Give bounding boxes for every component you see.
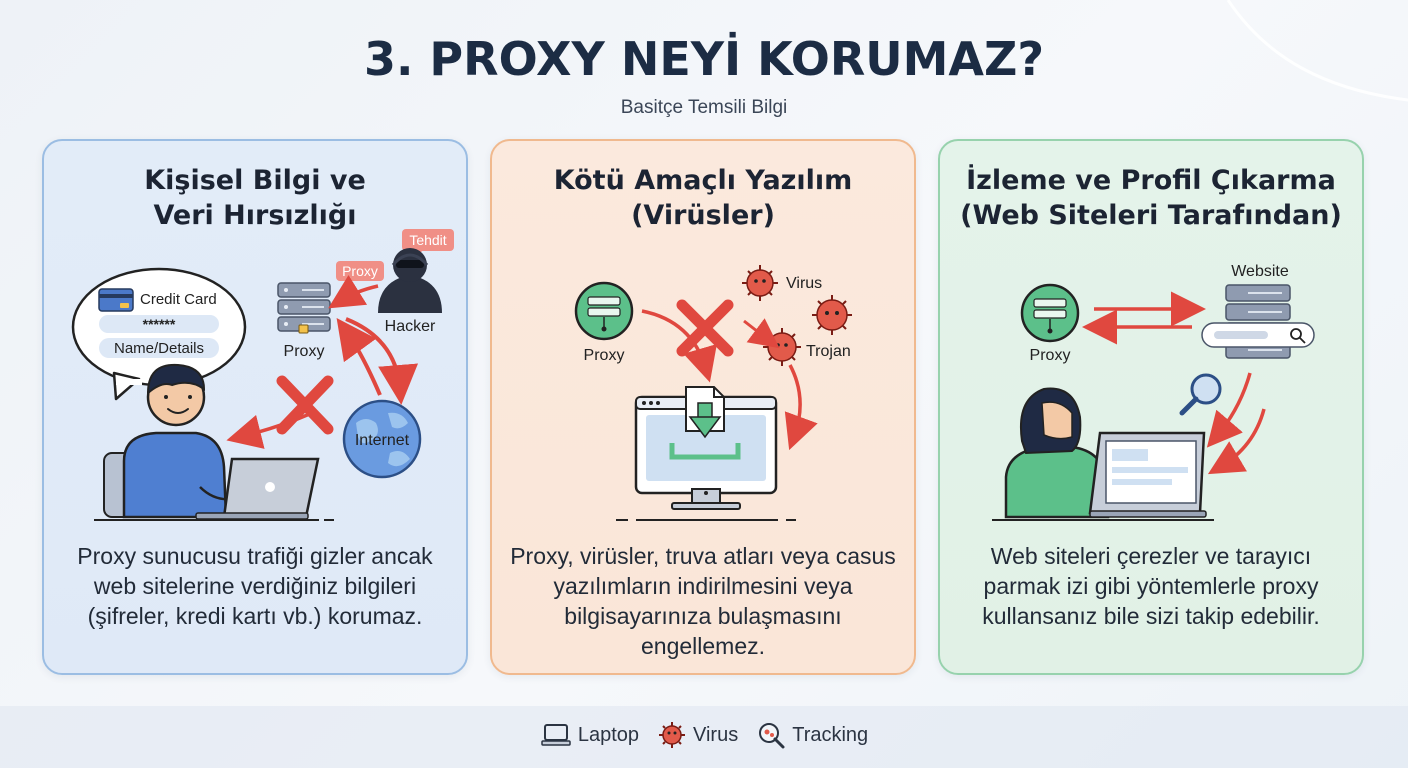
threat-tag: Tehdit xyxy=(402,229,454,259)
legend-item-virus: Virus xyxy=(657,720,738,750)
download-icon xyxy=(669,386,741,460)
tracking-icon xyxy=(759,723,785,749)
virus-icon xyxy=(659,722,685,748)
malware-illustration: Proxy Virus xyxy=(574,265,852,521)
internet-globe-icon xyxy=(342,399,422,479)
card-description: Web siteleri çerezler ve tarayıcı parmak… xyxy=(982,543,1320,629)
legend: Laptop Virus Tracking xyxy=(0,720,1408,750)
tracking-illustration: Website Proxy xyxy=(992,263,1315,521)
credit-card-icon xyxy=(98,288,134,312)
virus-icon-2 xyxy=(812,295,852,335)
trojan-icon xyxy=(763,328,801,366)
virus-label: Virus xyxy=(786,275,822,292)
password-field: ****** xyxy=(143,316,176,332)
trojan-label: Trojan xyxy=(806,343,851,360)
card-tracking-profiling: İzleme ve Profil Çıkarma (Web Siteleri T… xyxy=(938,139,1364,675)
hacker-icon xyxy=(378,248,442,313)
credit-card-label: Credit Card xyxy=(140,291,217,308)
card-description: Proxy, virüsler, truva atları veya casus… xyxy=(510,543,896,659)
name-details-field: Name/Details xyxy=(114,340,204,357)
magnifier-icon xyxy=(1179,373,1222,416)
website-label: Website xyxy=(1231,263,1289,280)
legend-item-tracking: Tracking xyxy=(756,720,868,750)
proxy-label: Proxy xyxy=(1030,347,1071,364)
card-title: Kişisel Bilgi ve Veri Hırsızlığı xyxy=(144,165,366,231)
card-malware: Kötü Amaçlı Yazılım (Virüsler) Proxy xyxy=(490,139,916,675)
page-subtitle: Basitçe Temsili Bilgi xyxy=(620,97,788,118)
data-theft-illustration: Credit Card ****** Name/Details Proxy Pr… xyxy=(71,229,454,521)
page-title: 3. PROXY NEYİ KORUMAZ? xyxy=(363,32,1045,86)
svg-text:Proxy: Proxy xyxy=(342,263,378,279)
person-at-laptop-illustration xyxy=(103,363,320,520)
footer-bar xyxy=(0,706,1408,768)
legend-item-laptop: Laptop xyxy=(540,722,639,748)
virus-icon xyxy=(742,265,778,301)
card-title: Kötü Amaçlı Yazılım (Virüsler) xyxy=(553,165,853,231)
card-description: Proxy sunucusu trafiği gizler ancak web … xyxy=(77,543,433,629)
blocked-x-icon xyxy=(676,299,734,357)
decorative-corner-curve xyxy=(1226,0,1408,102)
proxy-tag: Proxy xyxy=(336,261,384,281)
person-at-laptop-illustration xyxy=(1004,387,1207,519)
card-personal-data-theft: Kişisel Bilgi ve Veri Hırsızlığı Credit … xyxy=(42,139,468,675)
proxy-label: Proxy xyxy=(584,347,625,364)
proxy-node-icon xyxy=(1020,283,1080,343)
proxy-label: Proxy xyxy=(284,343,325,360)
proxy-server-icon xyxy=(277,282,331,334)
internet-label: Internet xyxy=(355,432,410,449)
card-title: İzleme ve Profil Çıkarma (Web Siteleri T… xyxy=(960,165,1342,231)
computer-monitor-icon xyxy=(634,395,778,510)
hacker-label: Hacker xyxy=(385,318,436,335)
proxy-node-icon xyxy=(574,281,634,341)
svg-text:Tehdit: Tehdit xyxy=(409,232,446,248)
search-bar xyxy=(1201,322,1315,348)
laptop-icon xyxy=(541,724,571,746)
